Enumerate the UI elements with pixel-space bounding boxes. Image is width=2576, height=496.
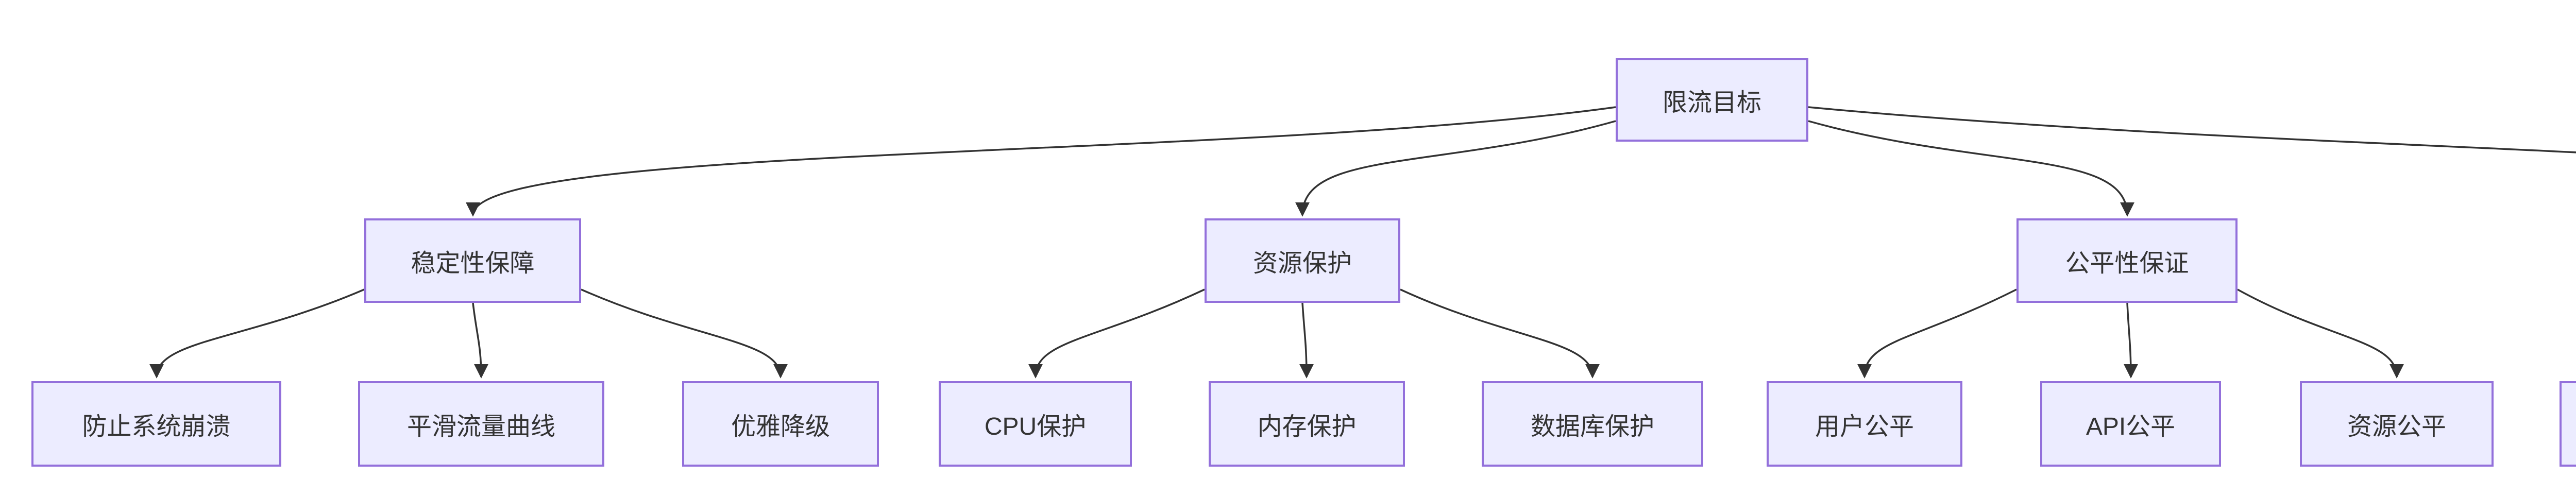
edge-stability-smooth: [472, 302, 488, 379]
edge-resource-memory: [1299, 302, 1314, 379]
node-user-fairness: 用户公平: [1767, 381, 1962, 467]
edge-fairness-userfair: [1857, 288, 2017, 379]
node-rate-limit-goal: 限流目标: [1616, 58, 1808, 142]
node-database-protection: 数据库保护: [1482, 381, 1703, 467]
node-resource-fairness: 资源公平: [2300, 381, 2494, 467]
edge-fairness-apifair: [2123, 302, 2138, 379]
edge-goal-quality: [1808, 106, 2576, 153]
edge-goal-fairness: [1808, 120, 2134, 217]
node-smooth-traffic-curve: 平滑流量曲线: [358, 381, 604, 467]
node-api-fairness: API公平: [2040, 381, 2221, 467]
edge-goal-stability: [466, 106, 1616, 217]
node-prevent-system-crash: 防止系统崩溃: [31, 381, 281, 467]
node-graceful-degradation: 优雅降级: [682, 381, 879, 467]
node-fairness-guarantee: 公平性保证: [2016, 218, 2238, 303]
edge-resource-database: [1400, 288, 1600, 379]
edge-fairness-resourcefair: [2237, 288, 2404, 379]
node-guarantee-core-function: 保证核心功能: [2560, 381, 2576, 467]
node-stability-guarantee: 稳定性保障: [364, 218, 581, 303]
edge-goal-resource: [1295, 120, 1616, 217]
edge-layer: [149, 106, 2576, 379]
edge-stability-crash: [149, 288, 365, 379]
edge-stability-degrade: [581, 288, 788, 379]
node-memory-protection: 内存保护: [1209, 381, 1405, 467]
node-resource-protection: 资源保护: [1205, 218, 1400, 303]
edge-resource-cpu: [1028, 288, 1205, 379]
node-cpu-protection: CPU保护: [939, 381, 1132, 467]
